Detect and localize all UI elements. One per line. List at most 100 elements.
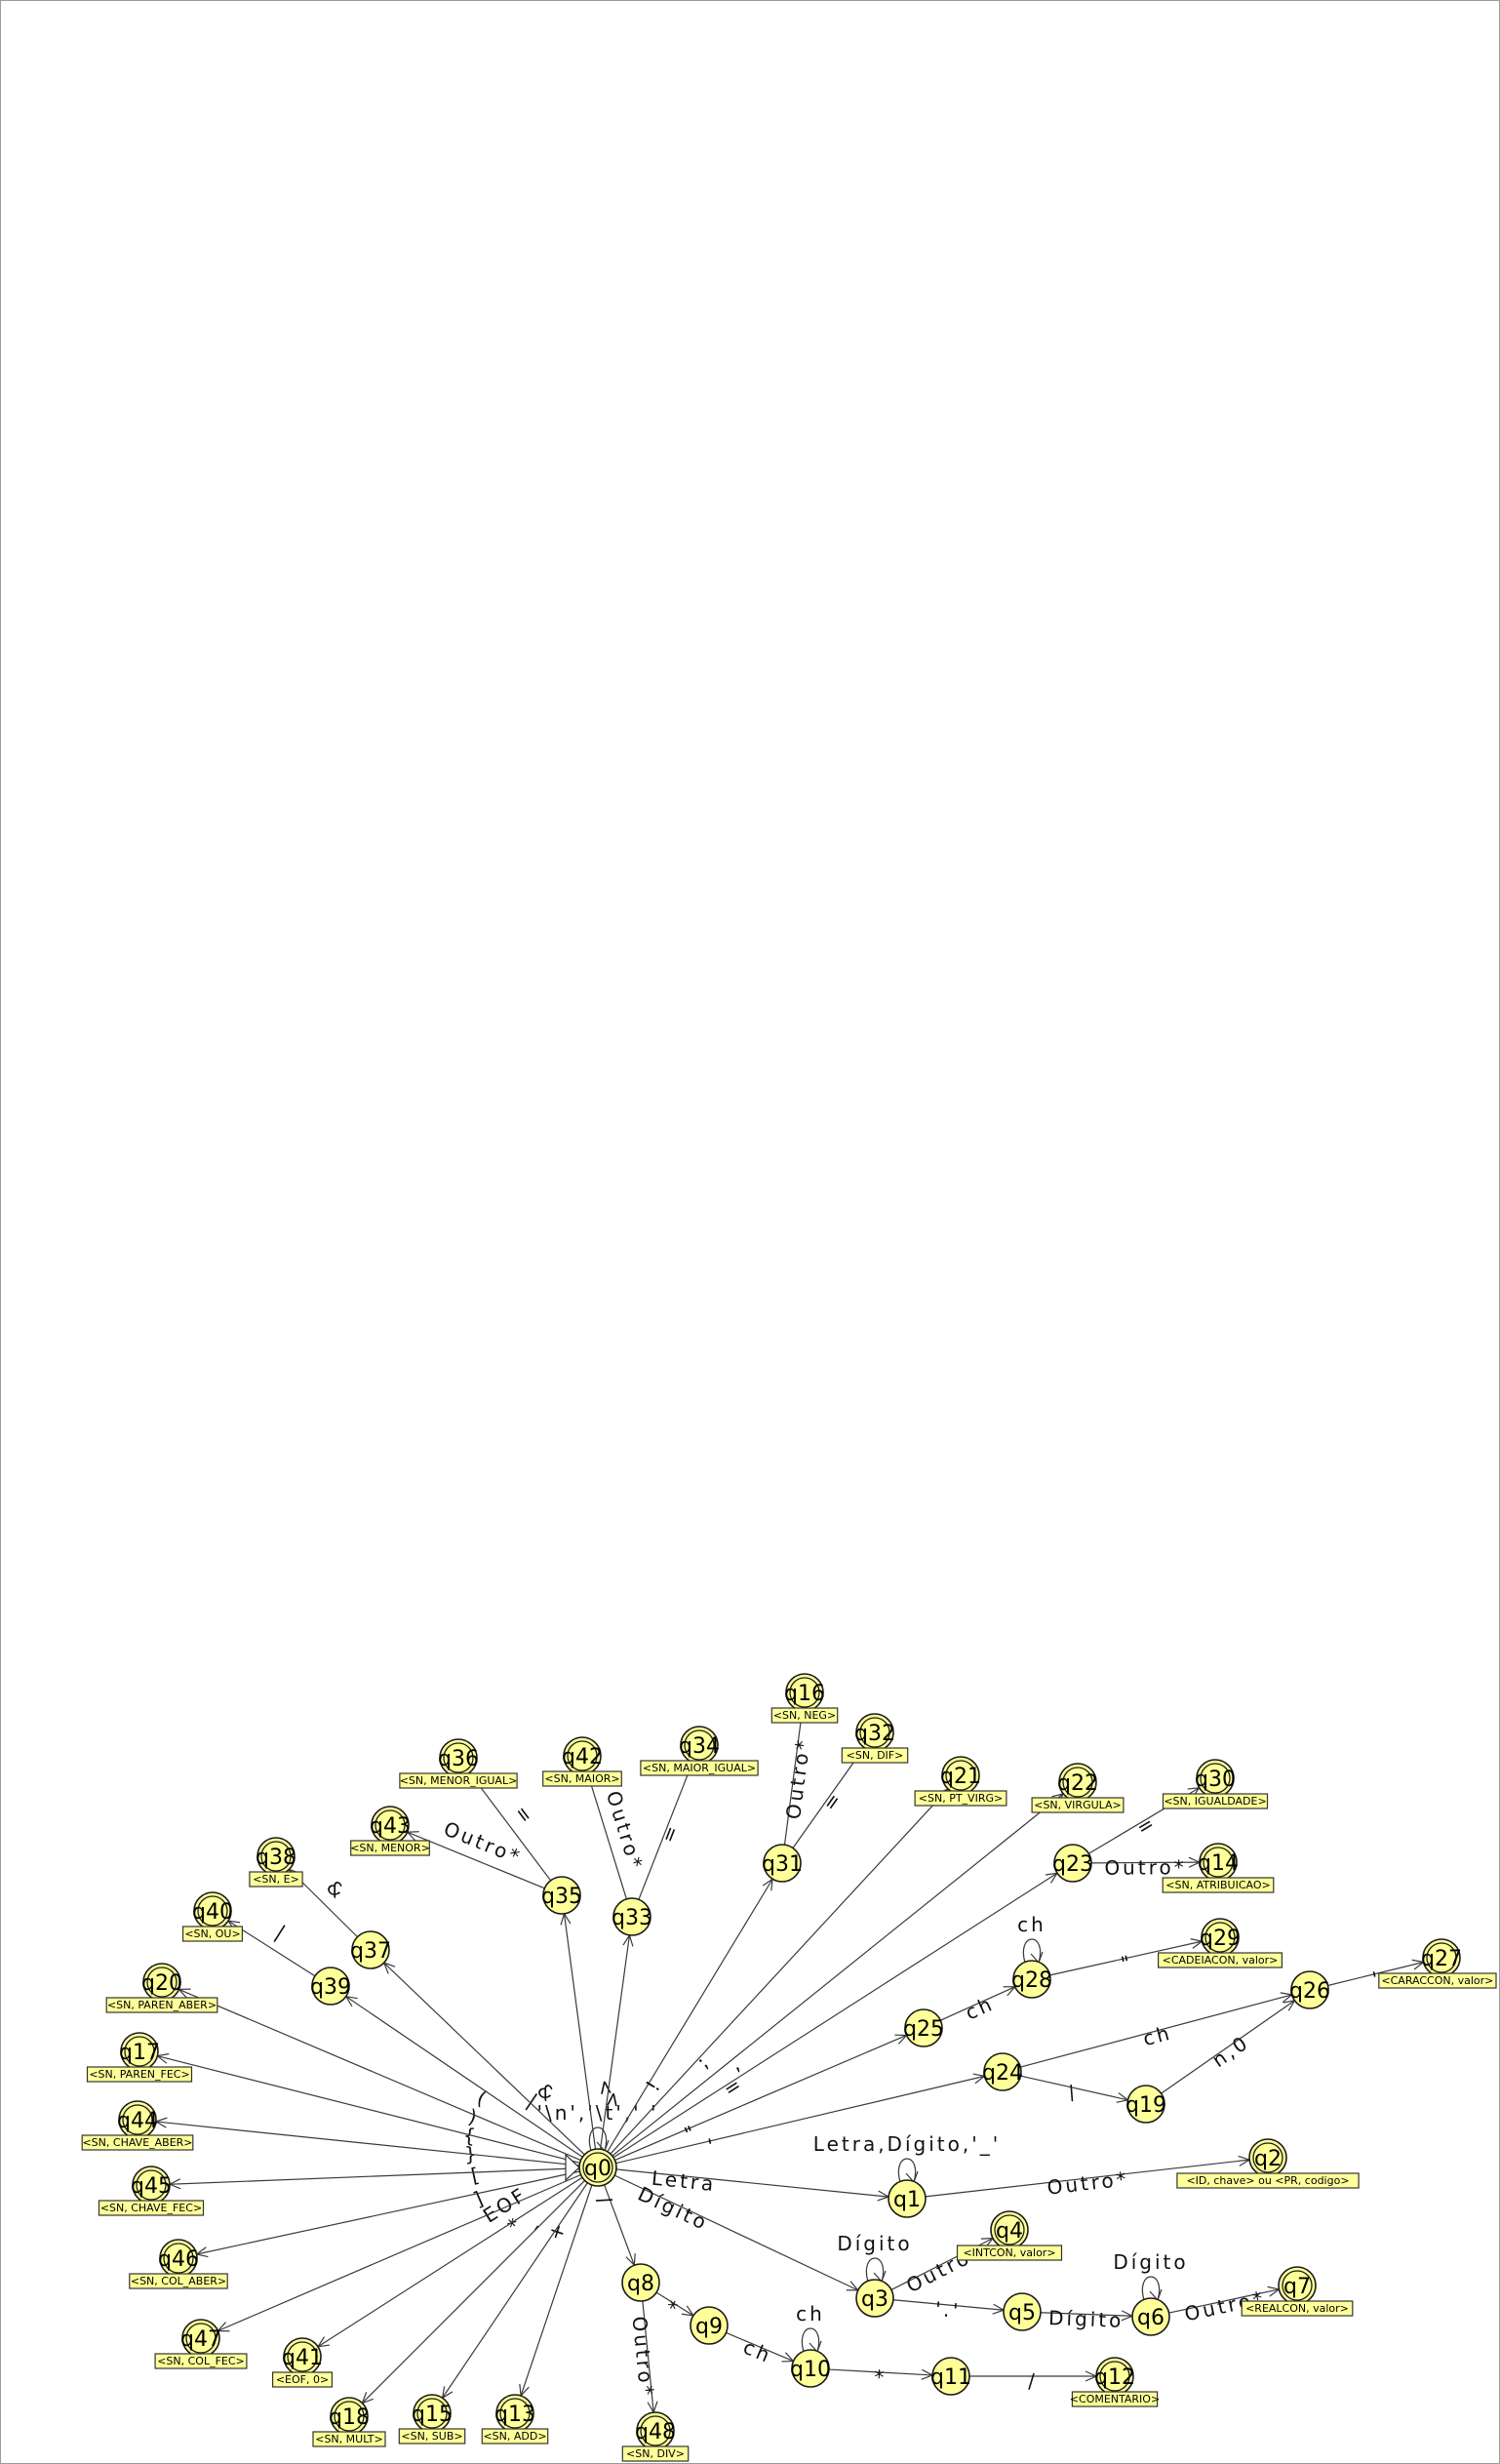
transition-q0-q41-line	[317, 2176, 583, 2348]
output-box-q4	[956, 2245, 1063, 2261]
transition-q31-q32-label: =	[817, 1786, 848, 1815]
transition-q25-q28-line	[940, 1986, 1015, 2021]
state-q15[interactable]: q15<SN, SUB>	[398, 2394, 466, 2444]
transition-q0-q15-label: -	[524, 2215, 549, 2237]
state-circle-q37	[351, 1930, 390, 1969]
state-q35[interactable]: q35	[541, 1876, 582, 1915]
state-q11[interactable]: q11	[930, 2357, 971, 2396]
output-box-q29	[1157, 1952, 1283, 1968]
state-q3[interactable]: q3	[855, 2279, 894, 2318]
transition-q35-q43-line	[407, 1831, 545, 1889]
transition-q5-q6-line	[1040, 2312, 1133, 2317]
state-label-q21: q21	[940, 1765, 981, 1789]
state-q20[interactable]: q20<SN, PAREN_ABER>	[105, 1963, 218, 2013]
state-q13[interactable]: q13<SN, ADD>	[481, 2394, 549, 2444]
state-q27[interactable]: q27<CARACCON, valor>	[1378, 1938, 1497, 1989]
transition-q31-q32-line	[792, 1747, 865, 1848]
transition-q0-q23-line	[612, 1872, 1058, 2159]
state-q0[interactable]: q0	[578, 2148, 617, 2187]
accept-ring-q30	[1200, 1763, 1231, 1794]
state-q41[interactable]: q41<EOF, 0>	[272, 2337, 334, 2388]
state-q36[interactable]: q36<SN, MENOR_IGUAL>	[399, 1738, 518, 1789]
state-circle-q35	[542, 1876, 581, 1915]
state-q10[interactable]: q10	[790, 2349, 831, 2388]
state-q31[interactable]: q31	[762, 1844, 803, 1883]
transition-q35-q36-label: =	[510, 1801, 540, 1830]
state-circle-q5	[1003, 2292, 1042, 2331]
state-q29[interactable]: q29<CADEIACON, valor>	[1157, 1918, 1283, 1968]
output-box-q48	[621, 2445, 690, 2462]
state-q18[interactable]: q18<SN, MULT>	[312, 2397, 386, 2447]
state-q5[interactable]: q5	[1003, 2292, 1042, 2331]
state-q16[interactable]: q16<SN, NEG>	[770, 1673, 839, 1724]
transition-q0-q22-line	[612, 1793, 1064, 2157]
state-q26[interactable]: q26	[1289, 1970, 1330, 2009]
state-q32[interactable]: q32<SN, DIF>	[841, 1713, 909, 1764]
state-q1[interactable]: q1	[888, 2179, 927, 2218]
state-q45[interactable]: q45<SN, CHAVE_FEC>	[98, 2166, 205, 2216]
transition-q5-q6-label: Dígito	[1048, 2306, 1125, 2332]
state-label-q15: q15	[412, 2403, 453, 2427]
transition-q0-q44-line	[155, 2121, 580, 2166]
transition-q1-q2-line	[925, 2159, 1250, 2198]
output-box-q12	[1071, 2391, 1159, 2407]
transition-q0-q33-label: >	[599, 2086, 624, 2109]
state-q48[interactable]: q48<SN, DIV>	[621, 2411, 690, 2462]
state-q46[interactable]: q46<SN, COL_ABER>	[129, 2239, 228, 2289]
state-q21[interactable]: q21<SN, PT_VIRG>	[914, 1756, 1007, 1807]
transition-q3-q5-line	[892, 2299, 1005, 2311]
state-q34[interactable]: q34 <SN, MAIOR_IGUAL>	[640, 1726, 759, 1776]
state-q9[interactable]: q9	[690, 2306, 729, 2345]
state-q39[interactable]: q39	[310, 1967, 351, 2006]
state-q24[interactable]: q24	[982, 2052, 1023, 2091]
output-label-q14: <SN, ATRIBUICAO>	[1165, 1879, 1270, 1891]
accept-ring-q4	[994, 2214, 1025, 2245]
transition-q0-q31-label: !	[641, 2074, 666, 2095]
accept-ring-q20	[146, 1967, 178, 1998]
state-q8[interactable]: q8	[621, 2263, 660, 2302]
state-q12[interactable]: q12<COMENTARIO>	[1070, 2357, 1160, 2407]
transition-q19-q26-label: n,0	[1207, 2030, 1253, 2072]
state-label-q37: q37	[350, 1939, 391, 1964]
state-q40[interactable]: q40<SN, OU>	[182, 1891, 244, 1942]
output-label-q34: <SN, MAIOR_IGUAL>	[643, 1762, 756, 1774]
state-q14[interactable]: q14<SN, ATRIBUICAO>	[1162, 1843, 1275, 1893]
output-box-q13	[481, 2428, 549, 2444]
state-q19[interactable]: q19	[1125, 2085, 1166, 2124]
state-label-q40: q40	[192, 1900, 233, 1925]
accept-ring-q14	[1203, 1847, 1234, 1878]
state-label-q34: q34	[679, 1734, 720, 1759]
state-label-q33: q33	[612, 1906, 652, 1930]
accept-ring-q42	[567, 1740, 598, 1771]
output-label-q4: <INTCON, valor>	[963, 2246, 1055, 2259]
transition-q35-q36-line	[468, 1771, 552, 1882]
state-q30[interactable]: q30<SN, IGUALDADE>	[1162, 1759, 1269, 1809]
state-q37[interactable]: q37	[350, 1930, 391, 1969]
state-q47[interactable]: q47<SN, COL_FEC>	[154, 2319, 248, 2369]
output-box-q36	[399, 1772, 518, 1789]
state-q25[interactable]: q25	[903, 2008, 944, 2047]
state-q44[interactable]: q44<SN, CHAVE_ABER>	[81, 2100, 194, 2151]
state-q4[interactable]: q4<INTCON, valor>	[956, 2210, 1063, 2261]
state-label-q35: q35	[541, 1885, 582, 1909]
transition-q6-q7-line	[1168, 2288, 1280, 2314]
state-q17[interactable]: q17<SN, PAREN_FEC>	[86, 2032, 193, 2083]
state-q38[interactable]: q38<SN, E>	[249, 1837, 303, 1888]
state-q42[interactable]: q42<SN, MAIOR>	[542, 1736, 622, 1787]
state-q28[interactable]: q28	[1011, 1960, 1052, 1999]
state-q2[interactable]: q2<ID, chave> ou <PR, codigo>	[1176, 2138, 1360, 2189]
state-q23[interactable]: q23	[1052, 1844, 1093, 1883]
transition-q0-q1-line	[615, 2168, 889, 2198]
state-q6[interactable]: q6	[1131, 2297, 1170, 2336]
accept-ring-q41	[287, 2341, 318, 2372]
state-q7[interactable]: q7<REALCON, valor>	[1241, 2266, 1354, 2317]
state-q43[interactable]: q43<SN, MENOR>	[350, 1806, 430, 1856]
state-label-q43: q43	[370, 1814, 411, 1839]
states-layer: q0 q1 q2<ID, chave> ou <PR, codigo> q3 q4<IN…	[81, 1673, 1497, 2462]
output-box-q22	[1031, 1797, 1125, 1813]
accept-ring-q21	[945, 1760, 976, 1791]
transition-q0-q46-line	[196, 2170, 580, 2255]
state-q33[interactable]: q33	[612, 1897, 652, 1936]
state-q22[interactable]: q22<SN, VIRGULA>	[1031, 1763, 1125, 1813]
